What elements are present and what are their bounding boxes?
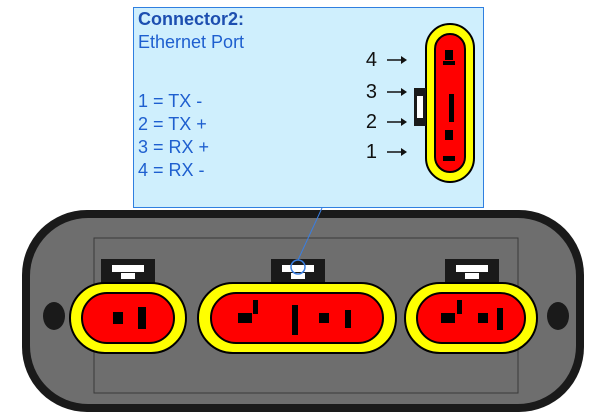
pin-label-3: 3 = RX + <box>138 137 210 157</box>
connector-subtitle: Ethernet Port <box>138 32 245 52</box>
connector-2-ethernet <box>197 259 397 354</box>
pin-number-4: 4 <box>365 49 377 71</box>
pin-number-2: 2 <box>365 111 377 133</box>
pin-label-1: 1 = TX - <box>138 91 203 111</box>
connector-latches <box>101 259 499 283</box>
latch-connector-1 <box>101 259 155 283</box>
connector-title: Connector2: <box>138 9 245 29</box>
latch-connector-2 <box>271 259 325 283</box>
connector-1 <box>69 282 187 354</box>
connector-pinout-detail <box>414 23 475 183</box>
pin-number-1: 1 <box>365 141 377 163</box>
arrow-right-icon <box>387 56 407 64</box>
pin-number-3: 3 <box>365 81 377 103</box>
latch-connector-3 <box>445 259 499 283</box>
arrow-right-icon <box>387 118 407 126</box>
leader-line <box>297 207 323 261</box>
connector-info-panel: Connector2: Ethernet Port 1 = TX - 2 = T… <box>133 7 484 208</box>
pin-label-2: 2 = TX + <box>138 114 207 134</box>
connector-3 <box>404 282 538 354</box>
pin-label-4: 4 = RX - <box>138 160 205 180</box>
arrow-right-icon <box>387 88 407 96</box>
arrow-right-icon <box>387 148 407 156</box>
